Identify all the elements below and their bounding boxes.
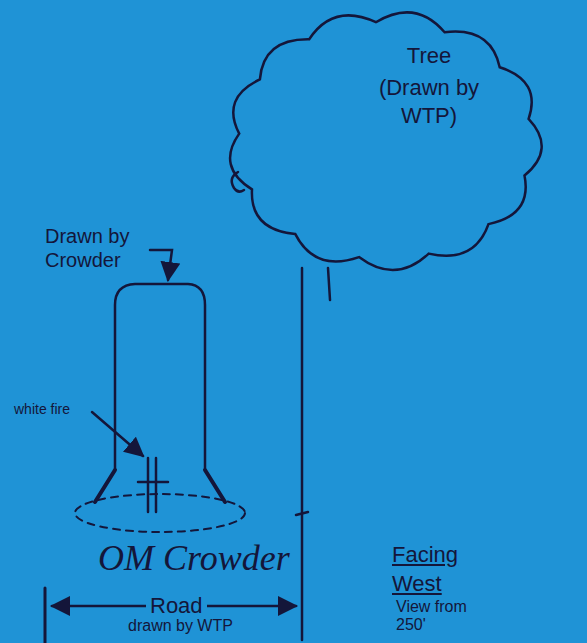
view-heading: Facing West: [392, 540, 482, 598]
signature: OM Crowder: [98, 538, 290, 578]
tick-mark: [296, 512, 308, 515]
cloud-outline: [225, 8, 545, 273]
leader-arrow: [150, 250, 172, 280]
leader-note: white fire: [14, 400, 70, 418]
view-note: View from 250': [396, 598, 500, 634]
trunk-line: [328, 268, 330, 300]
fire-mark: [138, 458, 168, 512]
tree-cloud: Tree (Drawn by WTP): [225, 8, 545, 273]
object-note: Drawn by Crowder: [45, 224, 155, 272]
trunk-line: [301, 268, 304, 640]
leader-arrow: [92, 412, 143, 456]
dashed-ellipse: [75, 494, 245, 532]
tree-label: (Drawn by WTP): [374, 74, 484, 130]
road-note: drawn by WTP: [128, 616, 233, 636]
road-edge: [44, 588, 47, 643]
road-label: Road: [146, 593, 207, 619]
tree-label: Tree: [374, 42, 484, 70]
